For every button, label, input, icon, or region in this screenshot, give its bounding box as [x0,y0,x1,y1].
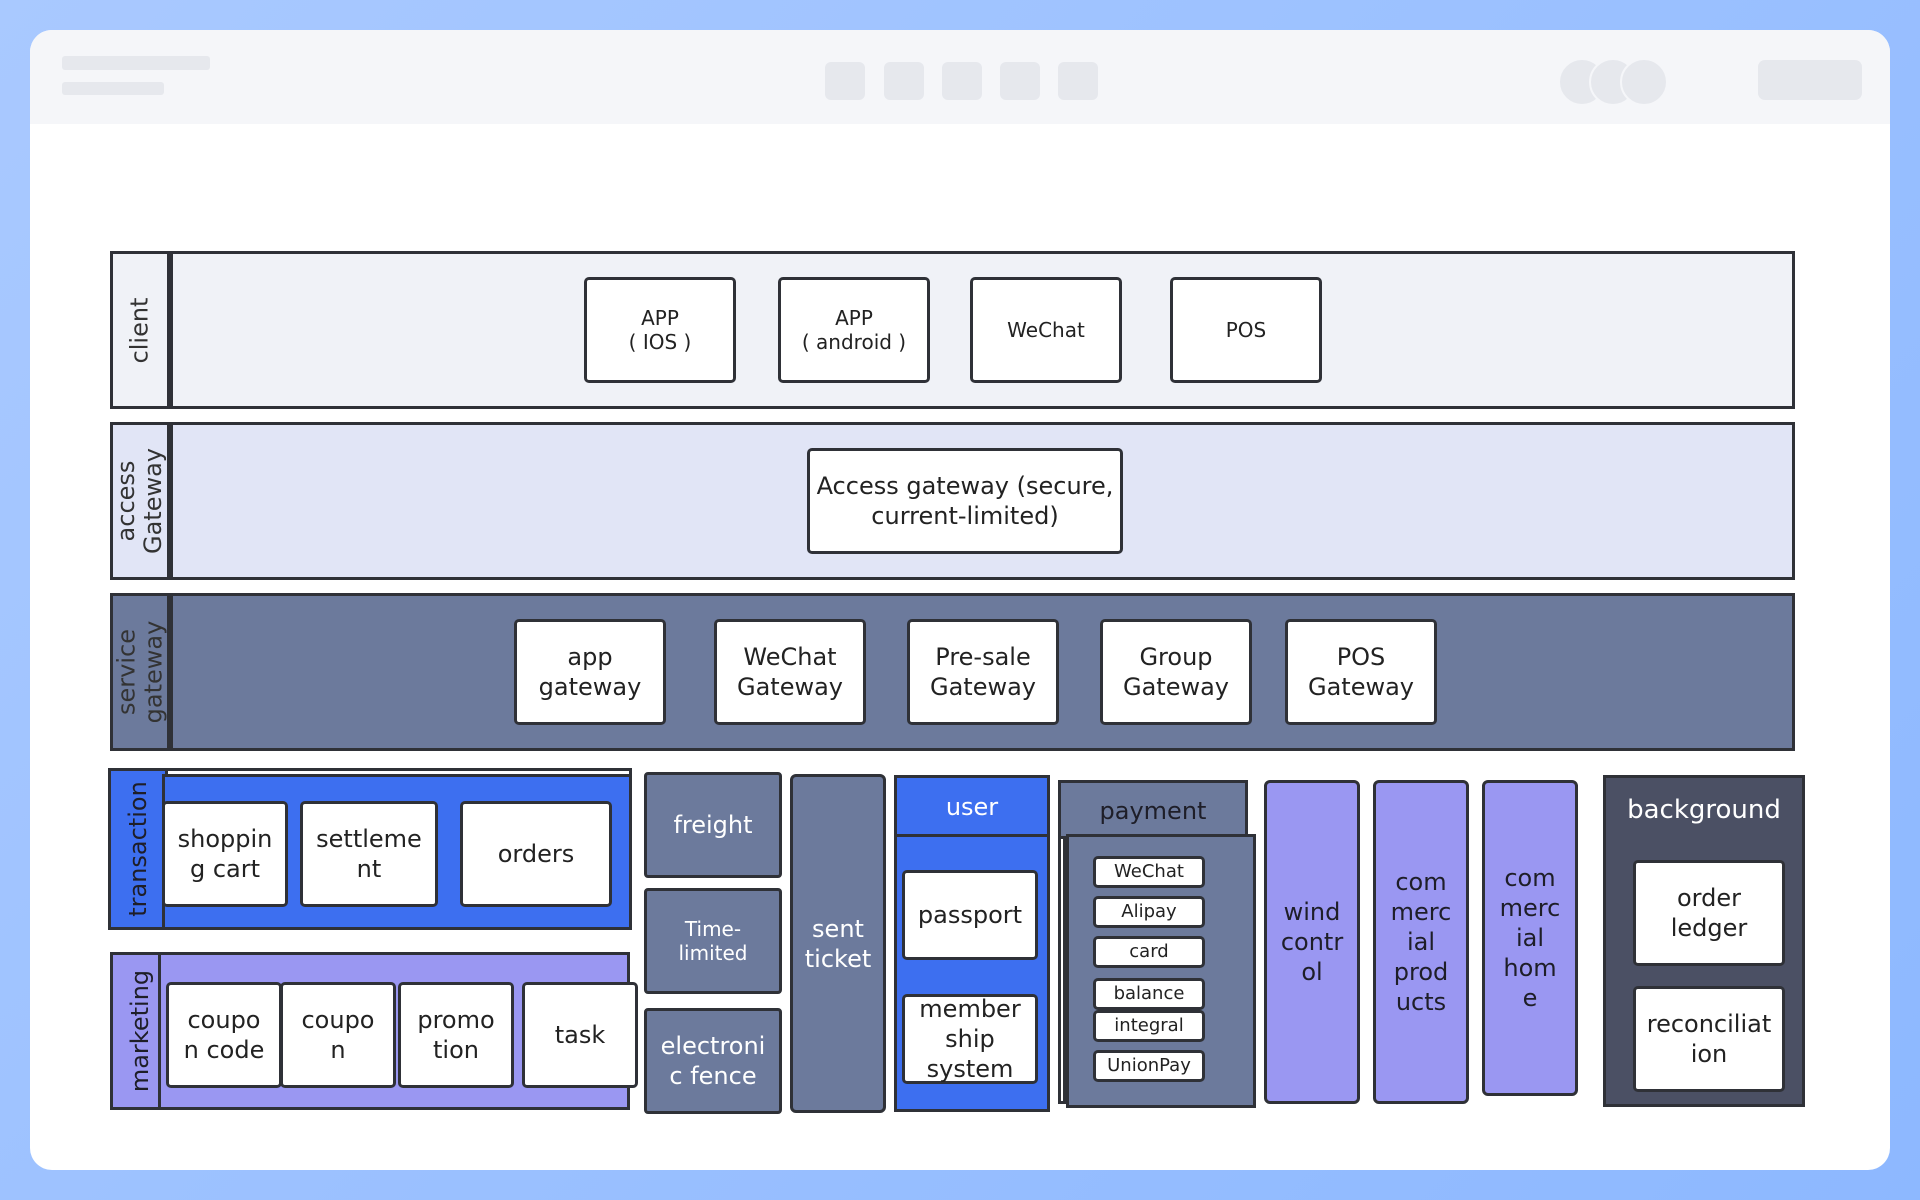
user-header: user [894,775,1050,835]
membership-system-box: member ship system [902,994,1038,1084]
toolbar-tab[interactable] [825,62,865,100]
client-wechat: WeChat [970,277,1122,383]
payment-left-strip [1058,836,1066,1104]
title-bar [30,30,1890,124]
commercial-products-module: com merc ial prod ucts [1373,780,1469,1104]
wind-control-module: wind contr ol [1264,780,1360,1104]
pay-wechat-box: WeChat [1093,856,1205,888]
task-box: task [522,982,638,1088]
pos-gateway-box: POS Gateway [1285,619,1437,725]
coupon-box: coupo n [280,982,396,1088]
transaction-label-text: transaction [124,781,153,917]
transaction-label: transaction [108,768,168,930]
pay-integral-box: integral [1093,1010,1205,1042]
service-gateway-label-text: service gateway [112,620,167,724]
client-app-android: APP ( android ) [778,277,930,383]
time-limited-module: Time- limited [644,888,782,994]
payment-header: payment [1058,780,1248,838]
pay-unionpay-box: UnionPay [1093,1050,1205,1082]
settlement-box: settleme nt [300,801,438,907]
wechat-gateway-box: WeChat Gateway [714,619,866,725]
order-ledger-box: order ledger [1633,860,1785,966]
client-pos: POS [1170,277,1322,383]
access-gateway-lane-label: access Gateway [110,422,170,580]
toolbar-tab[interactable] [1058,62,1098,100]
service-gateway-lane-label: service gateway [110,593,170,751]
passport-box: passport [902,870,1038,960]
pay-card-box: card [1093,936,1205,968]
client-label-text: client [125,297,154,363]
freight-module: freight [644,772,782,878]
shopping-cart-box: shoppin g cart [162,801,288,907]
user-title: user [945,792,999,821]
coupon-code-box: coupo n code [166,982,282,1088]
pay-alipay-box: Alipay [1093,896,1205,928]
client-app-ios: APP ( IOS ) [584,277,736,383]
access-gateway-label-text: access Gateway [112,447,167,555]
toolbar-action-button[interactable] [1758,60,1862,100]
pay-balance-box: balance [1093,978,1205,1010]
toolbar-tab[interactable] [884,62,924,100]
reconciliation-box: reconciliat ion [1633,986,1785,1092]
promotion-box: promo tion [398,982,514,1088]
background-title: background [1627,795,1781,825]
app-window: client APP ( IOS ) APP ( android ) WeCha… [30,30,1890,1170]
marketing-label-text: marketing [126,969,155,1093]
payment-title: payment [1099,796,1207,825]
presale-gateway-box: Pre-sale Gateway [907,619,1059,725]
app-gateway-box: app gateway [514,619,666,725]
toolbar-tab[interactable] [1000,62,1040,100]
subtitle-placeholder [62,82,164,95]
commercial-home-module: com merc ial hom e [1482,780,1578,1096]
avatar[interactable] [1620,58,1668,106]
toolbar-tab[interactable] [942,62,982,100]
architecture-diagram: client APP ( IOS ) APP ( android ) WeCha… [30,124,1890,1170]
group-gateway-box: Group Gateway [1100,619,1252,725]
sent-ticket-module: sent ticket [790,774,886,1113]
orders-box: orders [460,801,612,907]
access-gateway-box: Access gateway (secure, current-limited) [807,448,1123,554]
electronic-fence-module: electroni c fence [644,1008,782,1114]
client-lane-label: client [110,251,170,409]
title-placeholder [62,56,210,70]
